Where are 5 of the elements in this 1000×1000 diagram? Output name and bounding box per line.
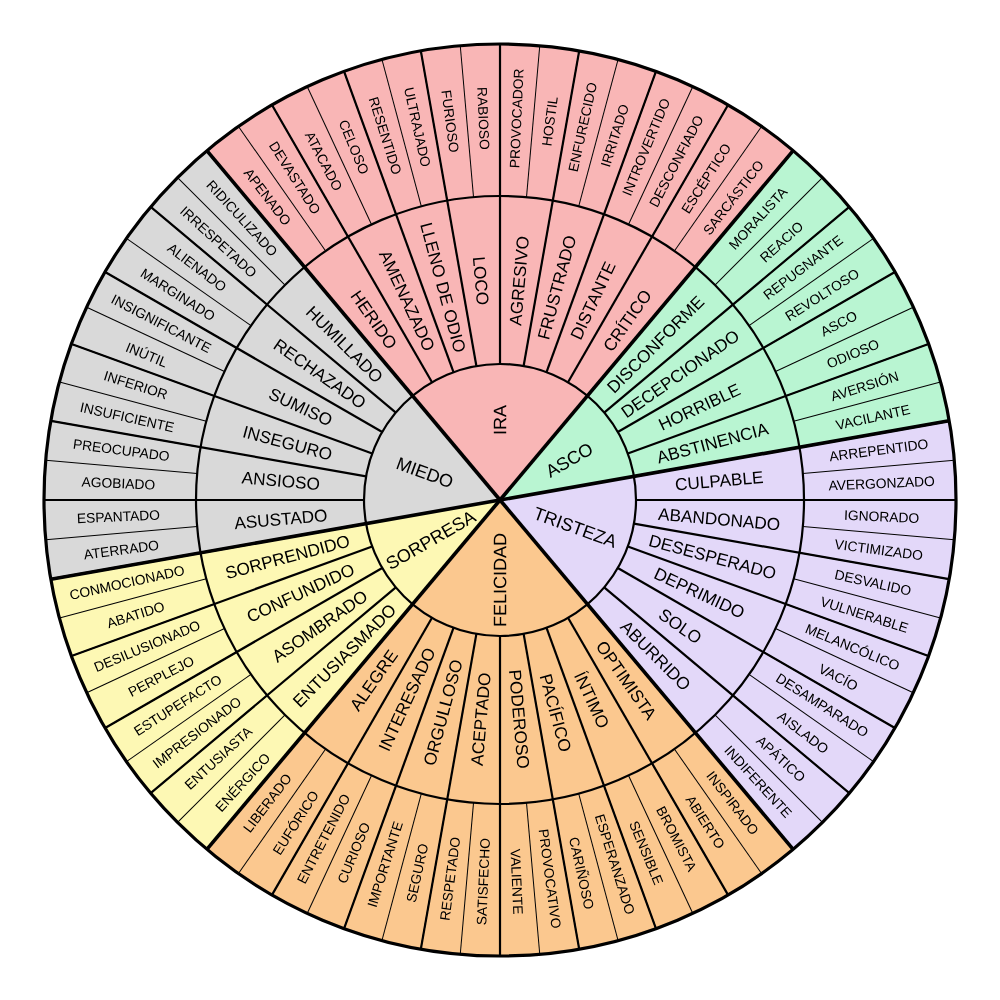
node-label: AGRESIVO (509, 236, 529, 327)
node-label: ACEPTADO (471, 673, 491, 767)
node-label: CULPABLE (675, 471, 764, 491)
node-label: ANSIOSO (241, 471, 320, 490)
node-label: LOCO (472, 257, 489, 305)
